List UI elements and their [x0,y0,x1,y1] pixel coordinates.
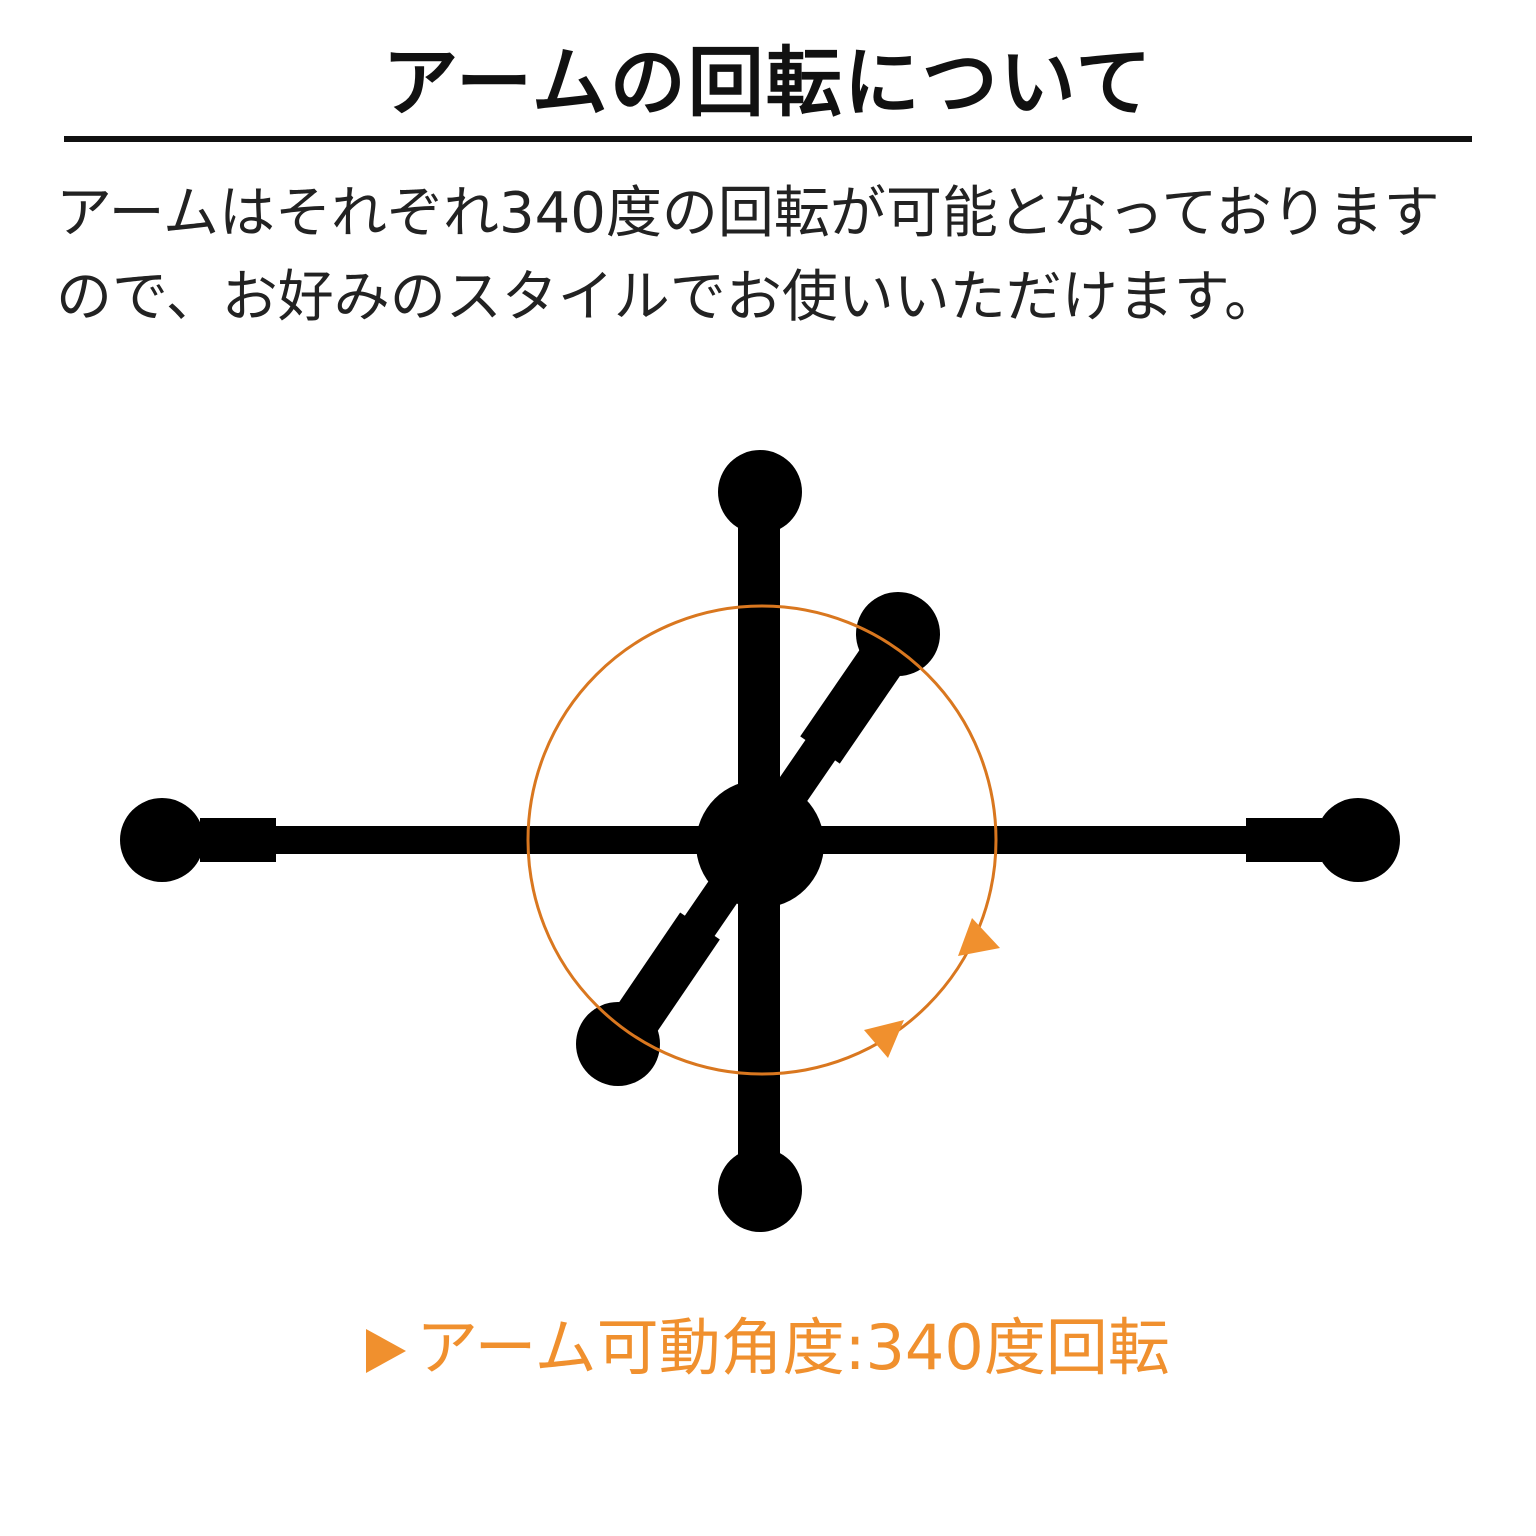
description: アームはそれぞれ340度の回転が可能となっております ので、お好みのスタイルでお… [56,172,1496,340]
caption-text: アーム可動角度:340度回転 [416,1311,1170,1384]
top-arm-knob [718,450,802,534]
diagonal-lower-knob [576,1002,660,1086]
right-arm-sleeve [1246,818,1322,862]
rotation-caption: アーム可動角度:340度回転 [0,1308,1536,1388]
diagonal-arm-sleeve-lower [612,912,720,1040]
play-triangle-icon [366,1329,407,1373]
left-arm-sleeve [200,818,276,862]
rotation-arrow-right [958,918,1000,956]
title-divider [64,136,1472,142]
diagonal-upper-knob [856,592,940,676]
rotation-arrow-bottom [864,1020,904,1058]
description-line-1: アームはそれぞれ340度の回転が可能となっております [56,181,1440,246]
rotation-arc [526,604,998,1076]
bottom-arm-knob [718,1148,802,1232]
description-line-2: ので、お好みのスタイルでお使いいただけます。 [56,265,1281,330]
center-hub [696,780,824,908]
left-arm-knob [120,798,204,882]
page-title: アームの回転について [382,38,1154,127]
right-arm-knob [1316,798,1400,882]
